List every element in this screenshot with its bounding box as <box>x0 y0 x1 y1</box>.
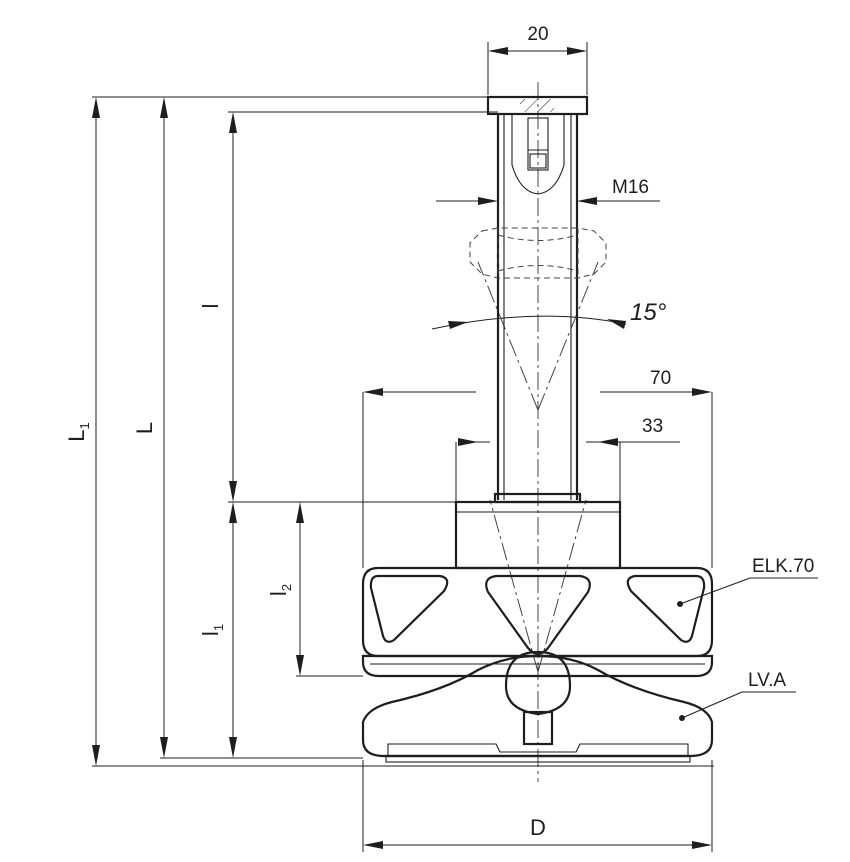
dim-L: L <box>132 422 157 434</box>
dim-angle: 15° <box>630 299 667 326</box>
dim-L1-sub: 1 <box>77 422 92 429</box>
dim-l2: l2 <box>266 584 294 596</box>
dim-top-width: 20 <box>527 24 548 45</box>
dim-width-33: 33 <box>642 416 663 437</box>
dim-l2-sub: 2 <box>279 584 294 591</box>
dim-l1-main: l <box>198 631 223 636</box>
dim-l2-main: l <box>266 591 291 596</box>
dim-L1: L1 <box>64 422 92 441</box>
base-lva <box>361 650 714 763</box>
dim-L1-text: L1 <box>64 422 92 441</box>
callout-knob: ELK.70 <box>752 556 814 577</box>
dimension-lines <box>92 42 714 852</box>
dim-diameter: D <box>530 815 546 840</box>
hex-nut <box>469 227 607 279</box>
dim-width-70: 70 <box>650 368 671 389</box>
callout-base: LV.A <box>748 670 786 691</box>
dim-l1: l1 <box>198 624 226 636</box>
callout-leaders <box>677 577 818 721</box>
center-lines <box>477 82 599 782</box>
dim-thread: M16 <box>612 177 649 198</box>
dim-l1-sub: 1 <box>211 624 226 631</box>
dimension-labels: 20 M16 15° 70 33 D l L L1 l1 l2 ELK.70 L… <box>64 24 814 840</box>
dim-l2-text: l2 <box>266 584 294 596</box>
knob-body <box>361 500 714 678</box>
dim-L-text: L <box>132 422 157 434</box>
dim-l1-text: l1 <box>198 624 226 636</box>
dim-L1-main: L <box>64 429 89 441</box>
dim-l: l <box>198 304 223 309</box>
